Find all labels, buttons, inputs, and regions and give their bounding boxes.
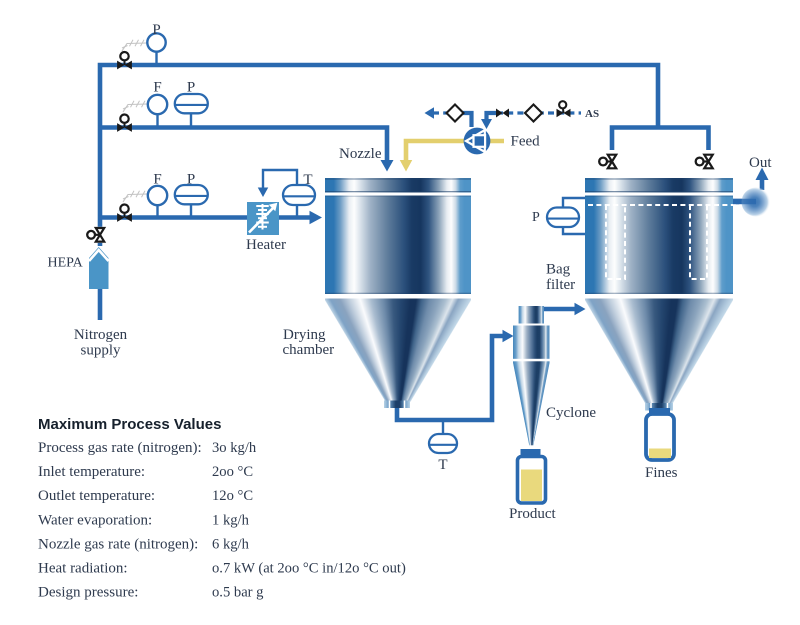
svg-text:HEPA: HEPA xyxy=(48,256,84,271)
svg-text:T: T xyxy=(438,457,447,473)
svg-text:P: P xyxy=(152,22,160,38)
svg-text:Outlet temperature:: Outlet temperature: xyxy=(38,488,155,504)
svg-text:F: F xyxy=(153,172,161,188)
svg-text:Process gas rate (nitrogen):: Process gas rate (nitrogen): xyxy=(38,440,202,456)
svg-text:Drying: Drying xyxy=(283,327,326,343)
svg-text:Nitrogen: Nitrogen xyxy=(74,327,128,343)
svg-text:T: T xyxy=(303,172,312,188)
svg-text:Heat radiation:: Heat radiation: xyxy=(38,561,128,577)
svg-text:Out: Out xyxy=(749,155,772,171)
svg-text:Fines: Fines xyxy=(645,465,678,481)
svg-text:Cyclone: Cyclone xyxy=(546,405,596,421)
svg-text:supply: supply xyxy=(80,343,121,359)
svg-text:Maximum Process Values: Maximum Process Values xyxy=(38,416,221,433)
svg-text:Feed: Feed xyxy=(511,134,541,150)
svg-text:Product: Product xyxy=(509,506,556,522)
svg-text:P: P xyxy=(187,172,195,188)
svg-text:AS: AS xyxy=(585,108,599,120)
svg-text:Heater: Heater xyxy=(246,237,286,253)
svg-text:Inlet temperature:: Inlet temperature: xyxy=(38,464,145,480)
svg-text:2oo °C: 2oo °C xyxy=(212,464,253,480)
svg-text:chamber: chamber xyxy=(283,342,335,358)
svg-text:filter: filter xyxy=(546,277,575,293)
svg-text:3o kg/h: 3o kg/h xyxy=(212,440,257,456)
svg-text:Bag: Bag xyxy=(546,262,571,278)
svg-text:o.7 kW (at 2oo °C in/12o °C ou: o.7 kW (at 2oo °C in/12o °C out) xyxy=(212,561,406,577)
svg-text:6 kg/h: 6 kg/h xyxy=(212,536,250,552)
svg-text:P: P xyxy=(187,80,195,96)
svg-text:1 kg/h: 1 kg/h xyxy=(212,512,250,528)
svg-text:P: P xyxy=(532,210,540,225)
svg-text:o.5 bar g: o.5 bar g xyxy=(212,585,264,601)
svg-text:Nozzle gas rate (nitrogen):: Nozzle gas rate (nitrogen): xyxy=(38,536,198,552)
svg-text:F: F xyxy=(153,80,161,96)
svg-text:Nozzle: Nozzle xyxy=(339,146,382,162)
svg-text:Water evaporation:: Water evaporation: xyxy=(38,512,152,528)
svg-text:12o °C: 12o °C xyxy=(212,488,253,504)
svg-text:Design pressure:: Design pressure: xyxy=(38,585,138,601)
